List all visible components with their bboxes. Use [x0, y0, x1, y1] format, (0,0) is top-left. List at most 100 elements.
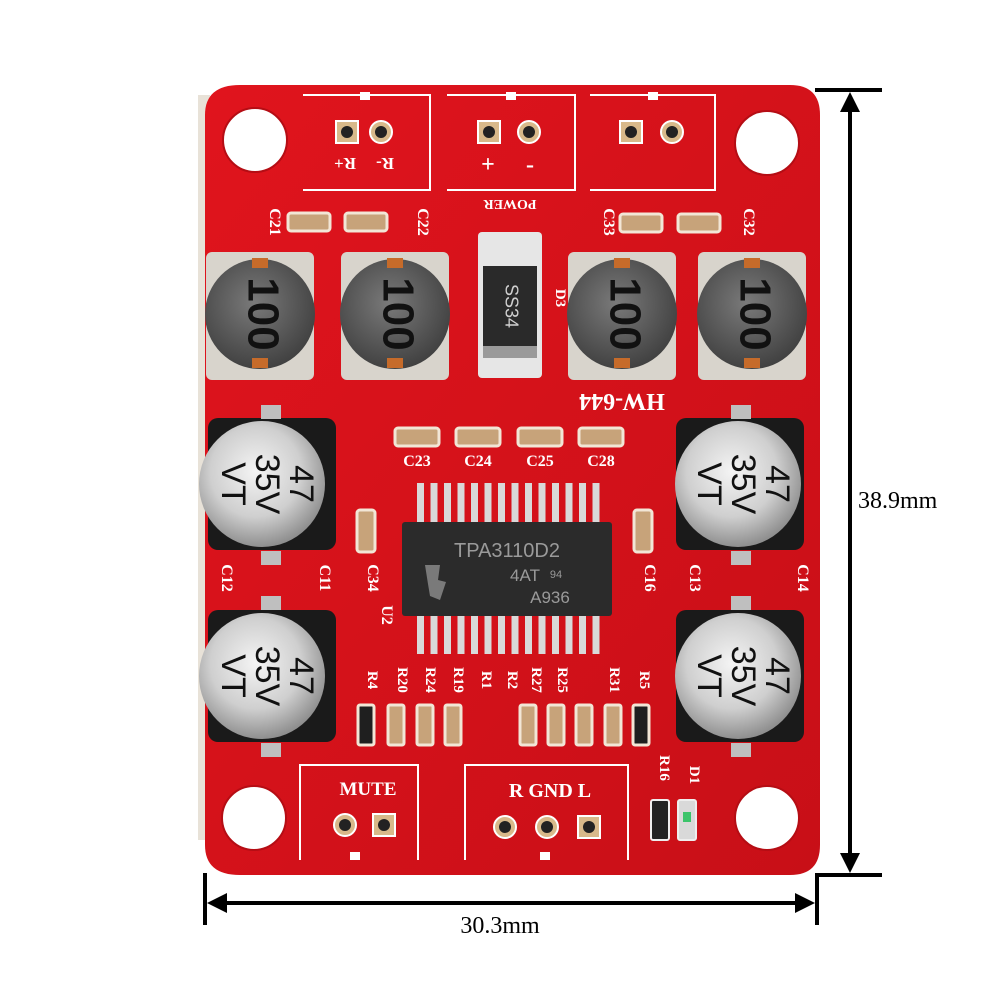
ic-pin — [430, 483, 438, 523]
smd-resistors — [356, 703, 651, 747]
ic-pin — [430, 616, 438, 654]
mounting-hole-top-right — [734, 110, 800, 176]
ref-c14: C14 — [794, 564, 811, 592]
ref-c32: C32 — [740, 208, 757, 236]
dimension-width — [203, 873, 819, 925]
cap-voltage: 35V — [724, 454, 762, 515]
ic-pin — [484, 483, 492, 523]
ref-c11: C11 — [316, 565, 333, 592]
ic-pin — [511, 616, 519, 654]
ref-c22: C22 — [414, 208, 431, 236]
smd-caps-top — [286, 211, 722, 234]
electrolytic-capacitor: 47 35V VT — [199, 596, 336, 757]
diode-marking: SS34 — [501, 284, 521, 328]
inductor: 100 — [567, 252, 677, 380]
mounting-hole-bottom-left — [221, 785, 287, 851]
smd-resistor — [386, 703, 406, 747]
ic-pin — [592, 616, 600, 654]
ic-pin — [417, 483, 424, 523]
ref-u2: U2 — [378, 605, 395, 625]
ic-pin — [417, 616, 424, 654]
smd-resistor — [631, 703, 651, 747]
connector-left-output — [590, 92, 716, 191]
ref-resistor: R24 — [422, 667, 438, 693]
ti-logo-icon — [425, 565, 446, 600]
ic-pins — [417, 483, 600, 654]
cap-value: 47 — [282, 465, 320, 503]
ic-pin — [498, 483, 505, 523]
chip-part: TPA3110D2 — [454, 540, 560, 562]
ic-pin — [457, 616, 465, 654]
ref-resistor: R27 — [528, 667, 544, 693]
ic-pin — [579, 616, 586, 654]
ref-resistor: R25 — [554, 667, 570, 693]
ic-pin — [457, 483, 465, 523]
smd-resistor — [574, 703, 594, 747]
smd-caps-middle — [393, 426, 625, 448]
diode-ss34: SS34 D3 — [478, 232, 568, 378]
smd-side — [355, 508, 654, 554]
inductor: 100 — [340, 252, 450, 380]
ref-c12: C12 — [218, 564, 235, 592]
ref-c24: C24 — [464, 453, 492, 470]
label-power-plus: + — [481, 152, 495, 178]
ic-pin — [444, 616, 451, 654]
ref-c33: C33 — [600, 208, 617, 236]
mounting-hole-top-left — [222, 107, 288, 173]
label-power: POWER — [483, 196, 537, 211]
smd-resistor — [443, 703, 463, 747]
cap-voltage: 35V — [724, 646, 762, 707]
electrolytic-capacitor: 47 35V VT — [199, 405, 336, 565]
ref-resistor: R1 — [478, 671, 494, 689]
cap-voltage: 35V — [248, 646, 286, 707]
ic-pin — [538, 483, 546, 523]
chip-date: 4AT — [510, 566, 540, 585]
cap-series: VT — [690, 462, 728, 505]
connector-input: R GND L — [464, 764, 629, 860]
ic-pin — [552, 483, 559, 523]
ic-pin — [565, 483, 573, 523]
cap-value: 47 — [758, 465, 796, 503]
smd-resistor — [603, 703, 623, 747]
label-input: R GND L — [509, 780, 591, 802]
ic-pin — [552, 616, 559, 654]
chip-lot: A936 — [530, 588, 570, 607]
inductor: 100 — [697, 252, 807, 380]
connector-power: + - POWER — [447, 92, 576, 211]
ref-d1: D1 — [686, 766, 702, 784]
ref-r16: R16 — [656, 755, 672, 781]
ref-resistor: R19 — [450, 667, 466, 693]
ref-c13: C13 — [686, 564, 703, 592]
amplifier-chip: TPA3110D2 4AT 94 A936 — [402, 522, 612, 616]
inductor-marking: 100 — [238, 277, 287, 350]
ic-pin — [525, 483, 532, 523]
resistor-row-labels: R20 R24 R19 R1 R2 R27 R25 R31 — [394, 667, 622, 693]
ref-c25: C25 — [526, 453, 554, 470]
ic-pin — [471, 483, 478, 523]
mounting-hole-bottom-right — [734, 785, 800, 851]
ic-pin — [484, 616, 492, 654]
ref-resistor: R2 — [504, 671, 520, 689]
ic-pin — [498, 616, 505, 654]
ic-pin — [525, 616, 532, 654]
ic-pin — [538, 616, 546, 654]
inductor-marking: 100 — [600, 277, 649, 350]
ic-pin — [444, 483, 451, 523]
cap-series: VT — [690, 654, 728, 697]
label-mute: MUTE — [340, 779, 397, 800]
connector-mute: MUTE — [299, 764, 419, 860]
ref-c34: C34 — [364, 564, 381, 592]
electrolytic-capacitor: 47 35V VT — [675, 405, 804, 565]
ic-pin — [592, 483, 600, 523]
inductor-marking: 100 — [373, 277, 422, 350]
label-r-minus: R- — [376, 154, 394, 173]
smd-resistor — [415, 703, 435, 747]
electrolytic-capacitor: 47 35V VT — [675, 596, 804, 757]
ref-d3: D3 — [552, 289, 568, 307]
ic-pin — [579, 483, 586, 523]
mounting-holes — [221, 107, 800, 851]
ic-pin — [511, 483, 519, 523]
smd-resistor — [546, 703, 566, 747]
ref-r4: R4 — [364, 671, 380, 690]
cap-value: 47 — [282, 657, 320, 695]
